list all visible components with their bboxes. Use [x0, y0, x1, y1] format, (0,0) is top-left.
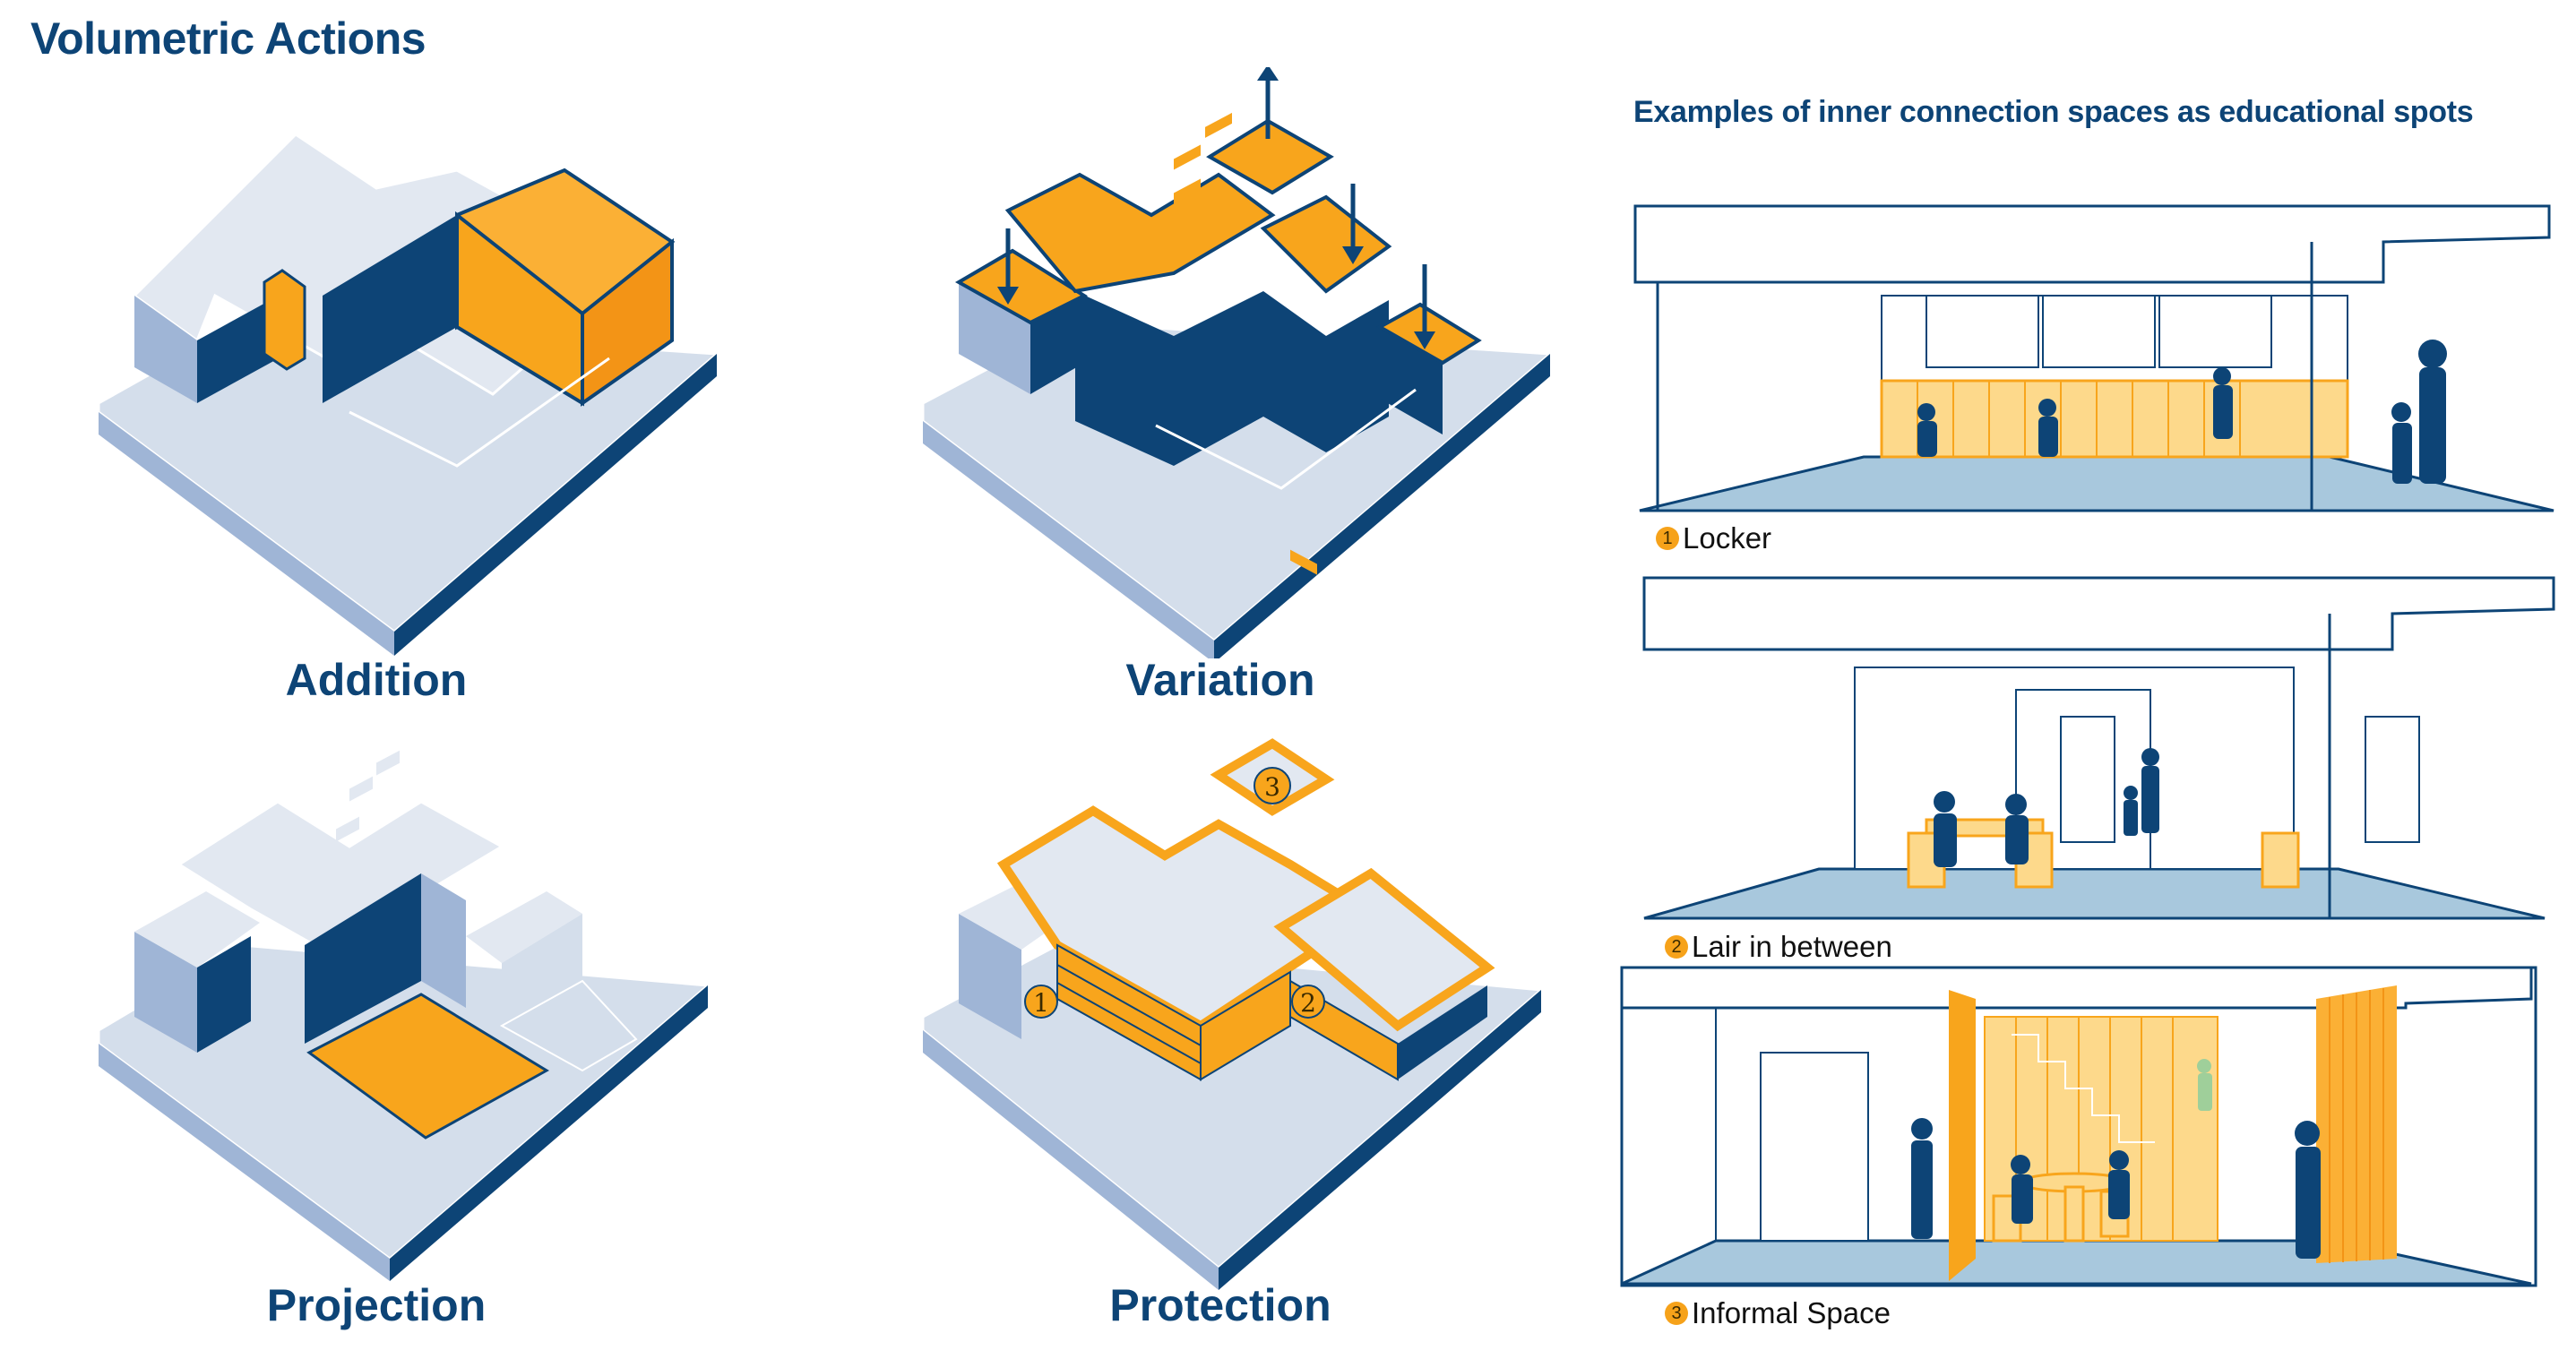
caption-label: Locker	[1683, 521, 1772, 555]
caption-label: Lair in between	[1692, 930, 1892, 963]
variation-diagram	[921, 67, 1554, 658]
protection-label: Protection	[1109, 1280, 1331, 1330]
caption-number: 3	[1665, 1302, 1688, 1325]
caption-label: Informal Space	[1692, 1296, 1891, 1329]
informal-scene	[1620, 966, 2537, 1287]
protection-marker-1: 1	[1033, 988, 1049, 1018]
lair-scene	[1642, 576, 2555, 920]
caption-number: 1	[1656, 527, 1679, 550]
variation-label: Variation	[1125, 655, 1315, 705]
protection-diagram: 1 2 3	[921, 738, 1545, 1290]
projection-label: Projection	[266, 1280, 487, 1330]
page-title: Volumetric Actions	[30, 13, 426, 64]
projection-diagram	[97, 750, 711, 1281]
addition-label: Addition	[285, 655, 468, 705]
caption-locker: 1 Locker	[1656, 521, 1771, 555]
examples-subtitle: Examples of inner connection spaces as e…	[1633, 95, 2474, 129]
caption-lair: 2 Lair in between	[1665, 930, 1892, 964]
addition-diagram	[97, 133, 720, 656]
caption-number: 2	[1665, 935, 1688, 959]
protection-marker-3: 3	[1264, 772, 1280, 802]
caption-informal: 3 Informal Space	[1665, 1296, 1891, 1330]
locker-scene	[1631, 197, 2563, 529]
protection-marker-2: 2	[1300, 988, 1316, 1018]
